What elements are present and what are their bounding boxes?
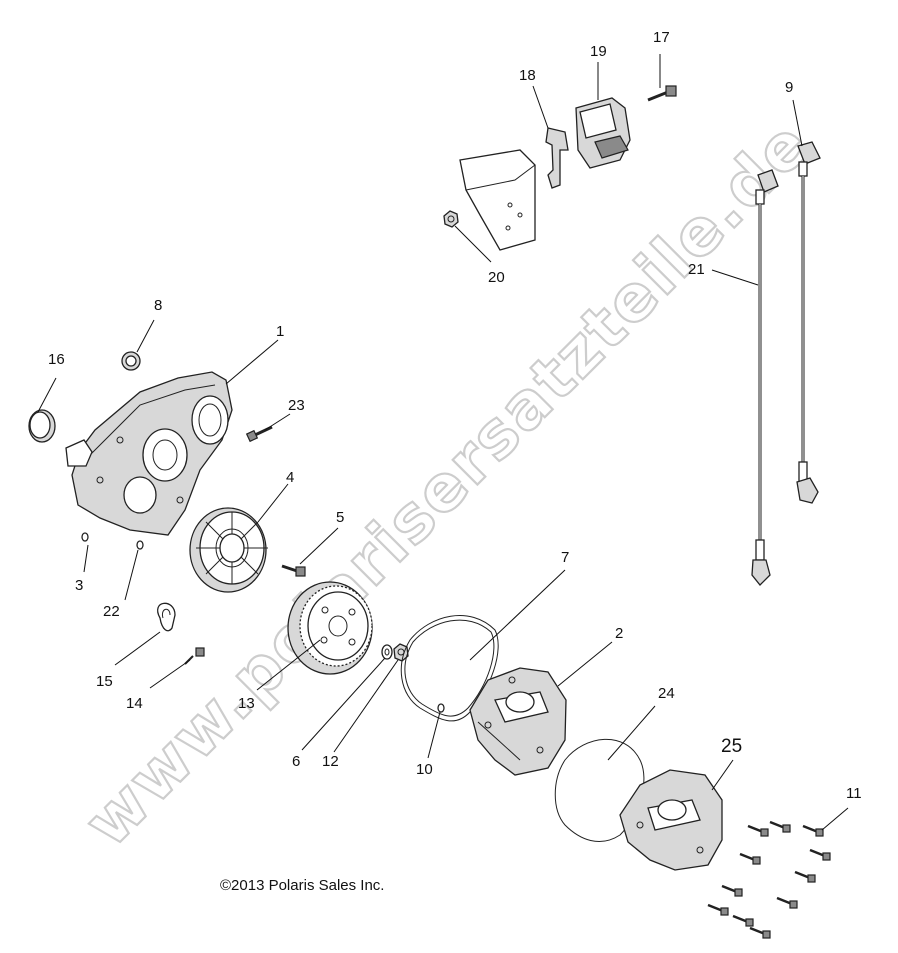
callout-8: 8 bbox=[154, 297, 162, 314]
callout-labels: 1 2 3 4 5 6 7 8 9 10 11 12 13 14 15 16 1… bbox=[48, 29, 862, 802]
callout-19: 19 bbox=[590, 43, 607, 60]
callout-6: 6 bbox=[292, 753, 300, 770]
part-13-flywheel[interactable] bbox=[287, 581, 373, 675]
part-19-coil[interactable] bbox=[575, 97, 631, 169]
part-23-bolt[interactable] bbox=[245, 425, 273, 443]
callout-11: 11 bbox=[846, 785, 862, 802]
callout-23: 23 bbox=[288, 397, 305, 414]
callout-10: 10 bbox=[416, 761, 433, 778]
callout-14: 14 bbox=[126, 695, 143, 712]
part-10-dowel[interactable] bbox=[437, 703, 445, 713]
part-17-bolt[interactable] bbox=[647, 85, 677, 102]
part-15-clip[interactable] bbox=[157, 602, 176, 632]
part-8-seal[interactable] bbox=[121, 351, 141, 371]
callout-5: 5 bbox=[336, 509, 344, 526]
callout-16: 16 bbox=[48, 351, 65, 368]
part-18-bracket[interactable] bbox=[545, 127, 569, 189]
callout-15: 15 bbox=[96, 673, 113, 690]
part-24-gasket[interactable] bbox=[554, 738, 645, 843]
callout-4: 4 bbox=[286, 469, 294, 486]
callout-17: 17 bbox=[653, 29, 670, 46]
callout-22: 22 bbox=[103, 603, 120, 620]
part-4-stator[interactable] bbox=[189, 507, 268, 593]
callout-20: 20 bbox=[488, 269, 505, 286]
copyright-text: ©2013 Polaris Sales Inc. bbox=[220, 877, 384, 894]
part-11-bolts[interactable] bbox=[707, 820, 831, 939]
callout-24: 24 bbox=[658, 685, 675, 702]
part-3-pin[interactable] bbox=[81, 532, 89, 542]
callout-2: 2 bbox=[615, 625, 623, 642]
callout-7: 7 bbox=[561, 549, 569, 566]
callout-18: 18 bbox=[519, 67, 536, 84]
callout-9: 9 bbox=[785, 79, 793, 96]
part-5-bolt[interactable] bbox=[281, 564, 306, 577]
part-6-washer[interactable] bbox=[381, 644, 393, 660]
callout-12: 12 bbox=[322, 753, 339, 770]
part-1-crankcase-cover[interactable] bbox=[65, 371, 233, 536]
callout-25: 25 bbox=[721, 736, 742, 757]
callout-1: 1 bbox=[276, 323, 284, 340]
part-22-pin[interactable] bbox=[136, 540, 144, 550]
part-21-spark-plug-wire[interactable] bbox=[751, 169, 779, 586]
part-2-stator-cover[interactable] bbox=[469, 667, 567, 776]
leader-lines bbox=[37, 54, 849, 831]
part-9-spark-plug-wire[interactable] bbox=[796, 141, 821, 504]
callout-3: 3 bbox=[75, 577, 83, 594]
part-20-bracket[interactable] bbox=[443, 149, 536, 251]
part-25-outer-cover[interactable] bbox=[619, 769, 723, 871]
callout-21: 21 bbox=[688, 261, 705, 278]
callout-13: 13 bbox=[238, 695, 255, 712]
part-16-seal[interactable] bbox=[28, 409, 56, 443]
